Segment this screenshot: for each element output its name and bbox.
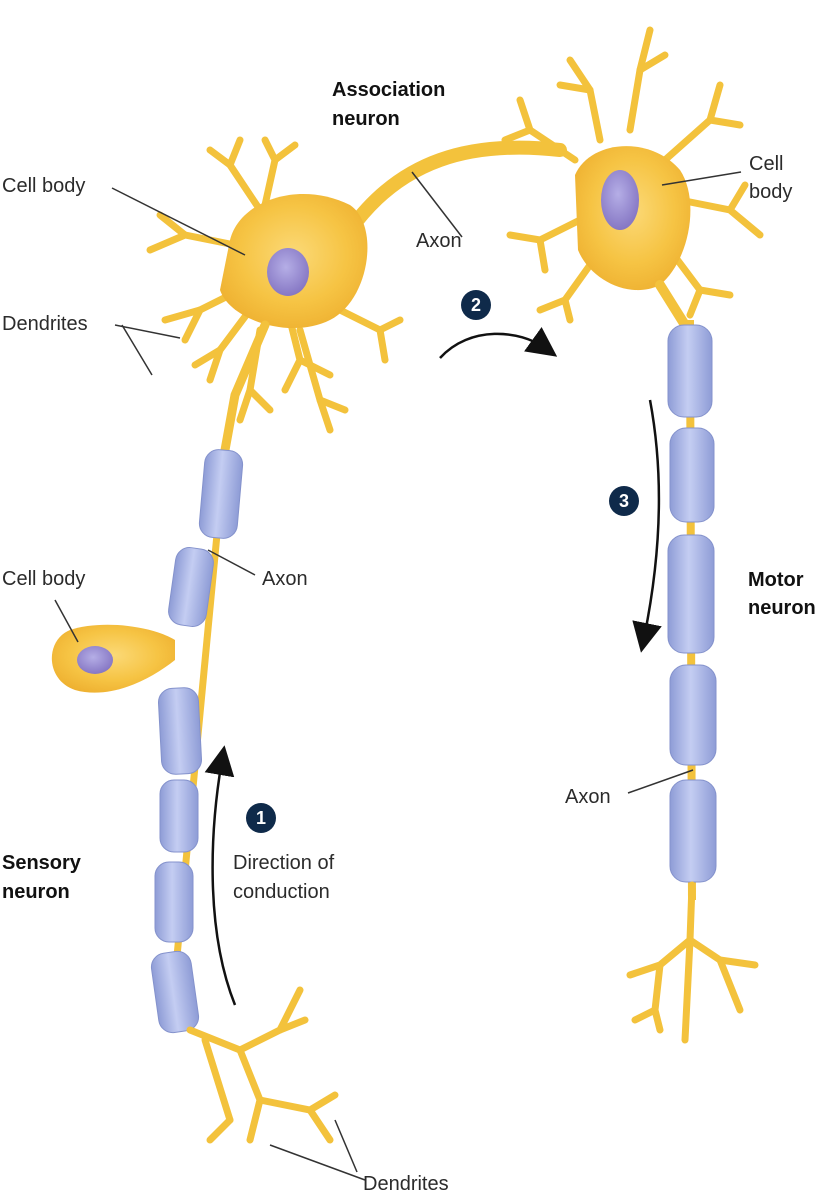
label-direction-line1: Direction of — [233, 852, 335, 874]
sensory-nucleus — [77, 646, 113, 674]
arrow-sensory-up — [204, 745, 237, 1006]
association-neuron — [146, 136, 567, 455]
motor-myelin-sheath — [667, 324, 717, 883]
sensory-cell-body — [51, 624, 175, 693]
sensory-dendrites — [186, 986, 339, 1144]
motor-dendrites — [501, 26, 764, 324]
conduction-arrows — [204, 327, 662, 1006]
step-badge-2: 2 — [461, 290, 491, 320]
step-badge-3: 3 — [609, 486, 639, 516]
motor-neuron-title-line1: Motor — [748, 569, 804, 591]
arrow-association-right — [439, 327, 558, 359]
label-axon-motor: Axon — [565, 786, 611, 808]
sensory-neuron-title-line2: neuron — [2, 881, 70, 903]
label-cell-body-motor-line1: Cell — [749, 153, 784, 175]
label-cell-body-association: Cell body — [2, 175, 86, 197]
association-dendrites — [146, 136, 404, 434]
label-dendrites-sensory: Dendrites — [363, 1173, 449, 1195]
sensory-myelin-sheath — [150, 449, 244, 1034]
step-badge-1: 1 — [246, 803, 276, 833]
arrow-motor-down — [632, 399, 662, 653]
sensory-neuron — [51, 449, 339, 1144]
motor-neuron-title-line2: neuron — [748, 597, 816, 619]
label-cell-body-sensory: Cell body — [2, 568, 86, 590]
label-axon-association: Axon — [416, 230, 462, 252]
sensory-neuron-title-line1: Sensory — [2, 852, 81, 874]
association-nucleus — [267, 248, 309, 296]
motor-neuron — [501, 26, 764, 1044]
label-axon-sensory: Axon — [262, 568, 308, 590]
association-neuron-title-line1: Association — [332, 79, 446, 101]
label-dendrites-association: Dendrites — [2, 313, 88, 335]
label-direction-line2: conduction — [233, 881, 330, 903]
motor-nucleus — [601, 170, 639, 230]
motor-axon-terminals — [626, 881, 759, 1044]
leader-lines — [54, 171, 742, 1181]
association-axon — [343, 140, 567, 237]
association-neuron-title-line2: neuron — [332, 108, 400, 130]
label-cell-body-motor-line2: body — [749, 181, 793, 203]
